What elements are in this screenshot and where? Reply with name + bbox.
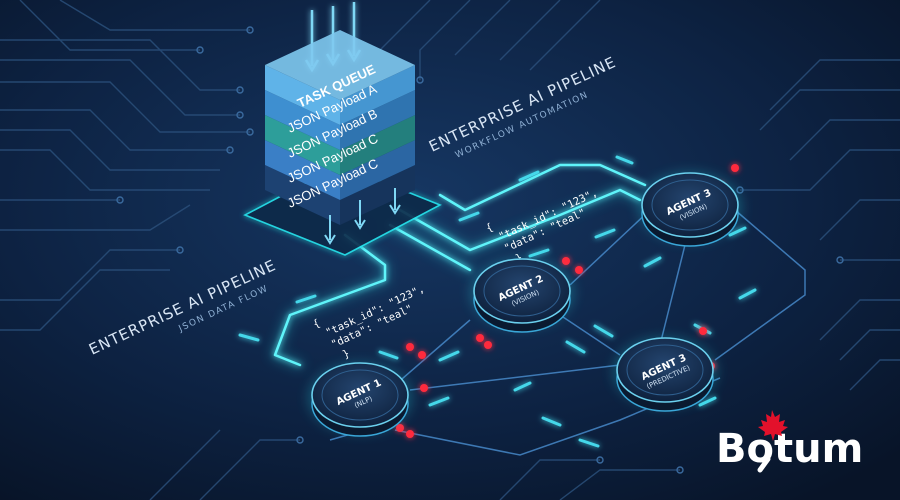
flow-arrows <box>238 155 757 448</box>
queue-layer-3 <box>265 140 415 200</box>
queue-layer-4 <box>265 165 415 225</box>
brand-logo: Botum <box>716 410 863 473</box>
queue-layer-2 <box>265 115 415 175</box>
circuit-nodes <box>116 26 844 474</box>
magnifier-icon <box>757 456 771 473</box>
brand-name: Botum <box>716 426 863 472</box>
json-left-line-1: { <box>311 317 322 331</box>
queue-layer-1 <box>265 90 415 150</box>
data-flow-paths <box>271 163 647 369</box>
agent-disc-2: AGENT 2 (VISION) <box>470 258 574 333</box>
agent-disc-3-vision: AGENT 3 (VISION) <box>638 172 742 247</box>
agent-disc-1: AGENT 1 (NLP) <box>308 362 412 437</box>
json-right-line-1: { <box>484 221 495 235</box>
queue-layer-top <box>265 30 415 125</box>
agent-disc-3-predictive: AGENT 3 (PREDICTIVE) <box>613 337 717 412</box>
outgoing-arrows <box>324 188 401 245</box>
agent-links <box>329 209 806 456</box>
task-queue-stack: TASK QUEUE JSON Payload A JSON Payload B… <box>243 2 442 256</box>
maple-leaf-icon <box>758 410 788 441</box>
json-left-line-4: } <box>341 348 352 362</box>
